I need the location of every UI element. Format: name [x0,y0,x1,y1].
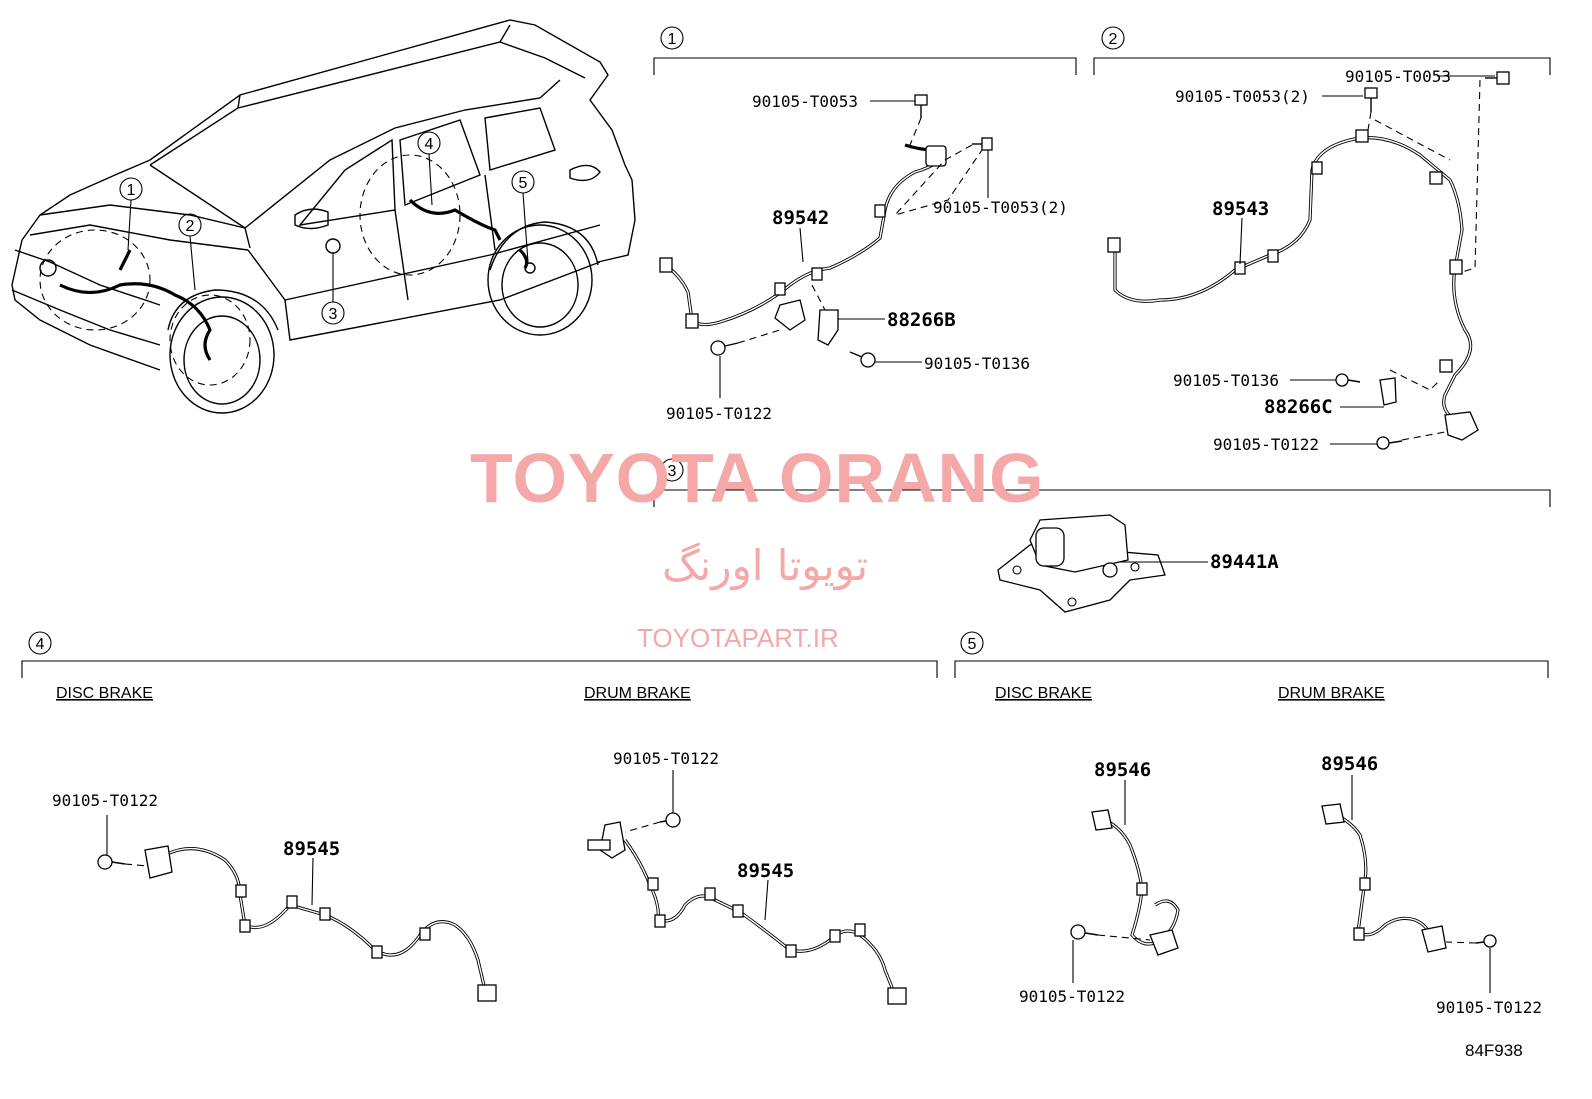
part-number: 90105-T0122 [1436,998,1542,1017]
section-5-rear-left-sensor: 5 DISC BRAKE DRUM BRAKE 89546 90105-T012… [954,631,1549,1017]
part-number: 89545 [737,860,794,882]
callout-label: 1 [127,182,136,199]
callout-label: 3 [329,306,338,323]
watermark: TOYOTA ORANG تویوتا اورنگ TOYOTAPART.IR [470,439,1045,653]
part-number: 88266C [1264,396,1333,418]
watermark-brand: TOYOTA ORANG [470,439,1045,517]
callout-label: 2 [186,218,195,235]
part-number: 89546 [1321,753,1378,775]
bolt-icon [1475,934,1497,948]
figure-code: 84F938 [1465,1041,1523,1060]
callout-1: 1 [119,177,143,251]
callout-label: 4 [425,136,434,153]
part-number: 89543 [1212,198,1269,220]
callout-label: 5 [519,175,528,192]
bolt-icon [97,854,126,870]
section-number: 3 [668,463,677,480]
bolt-icon [1376,436,1403,450]
part-number: 90105-T0122 [1213,435,1319,454]
part-number: 90105-T0053 [752,92,858,111]
part-number: 89545 [283,838,340,860]
bolt-icon [849,351,876,368]
bolt-icon [659,812,681,828]
section-3-yaw-rate-sensor: 3 89441A [653,458,1551,613]
callout-4: 4 [417,131,441,206]
callout-3: 3 [321,253,345,325]
bolt-icon [1364,87,1378,112]
disc-brake-header: DISC BRAKE [56,685,153,702]
bolt-icon [1070,924,1099,940]
vehicle-illustration: 1 2 3 4 5 [11,19,636,414]
part-number: 90105-T0122 [1019,987,1125,1006]
bolt-icon [972,137,993,151]
watermark-url: TOYOTAPART.IR [637,623,839,653]
section-1-front-right-sensor-harness: 1 [653,26,1077,423]
part-number: 90105-T0136 [924,354,1030,373]
section-2-front-left-sensor-harness: 2 90 [1093,26,1551,454]
bolt-icon [710,340,739,356]
part-number: 90105-T0122 [52,791,158,810]
watermark-farsi: تویوتا اورنگ [662,541,868,590]
bolt-icon [1335,373,1361,387]
section-4-rear-right-sensor: 4 DISC BRAKE DRUM BRAKE 90105-T0122 8954… [21,631,938,1005]
section-number: 1 [668,31,677,48]
section-number: 5 [968,636,977,653]
part-number: 89546 [1094,759,1151,781]
part-number: 88266B [887,309,956,331]
disc-brake-header: DISC BRAKE [995,685,1092,702]
part-number: 89441A [1210,551,1279,573]
section-number: 4 [36,636,45,653]
part-number: 90105-T0122 [613,749,719,768]
callout-5: 5 [511,170,535,263]
drum-brake-header: DRUM BRAKE [584,685,691,702]
part-number: 90105-T0053(2) [933,198,1068,217]
part-number: 90105-T0122 [666,404,772,423]
part-number: 90105-T0053(2) [1175,87,1310,106]
bolt-icon [1485,71,1510,85]
callout-2: 2 [178,213,202,291]
section-number: 2 [1109,31,1118,48]
part-number: 90105-T0136 [1173,371,1279,390]
part-number: 89542 [772,207,829,229]
drum-brake-header: DRUM BRAKE [1278,685,1385,702]
part-number: 90105-T0053 [1345,67,1451,86]
bolt-icon [914,94,928,118]
